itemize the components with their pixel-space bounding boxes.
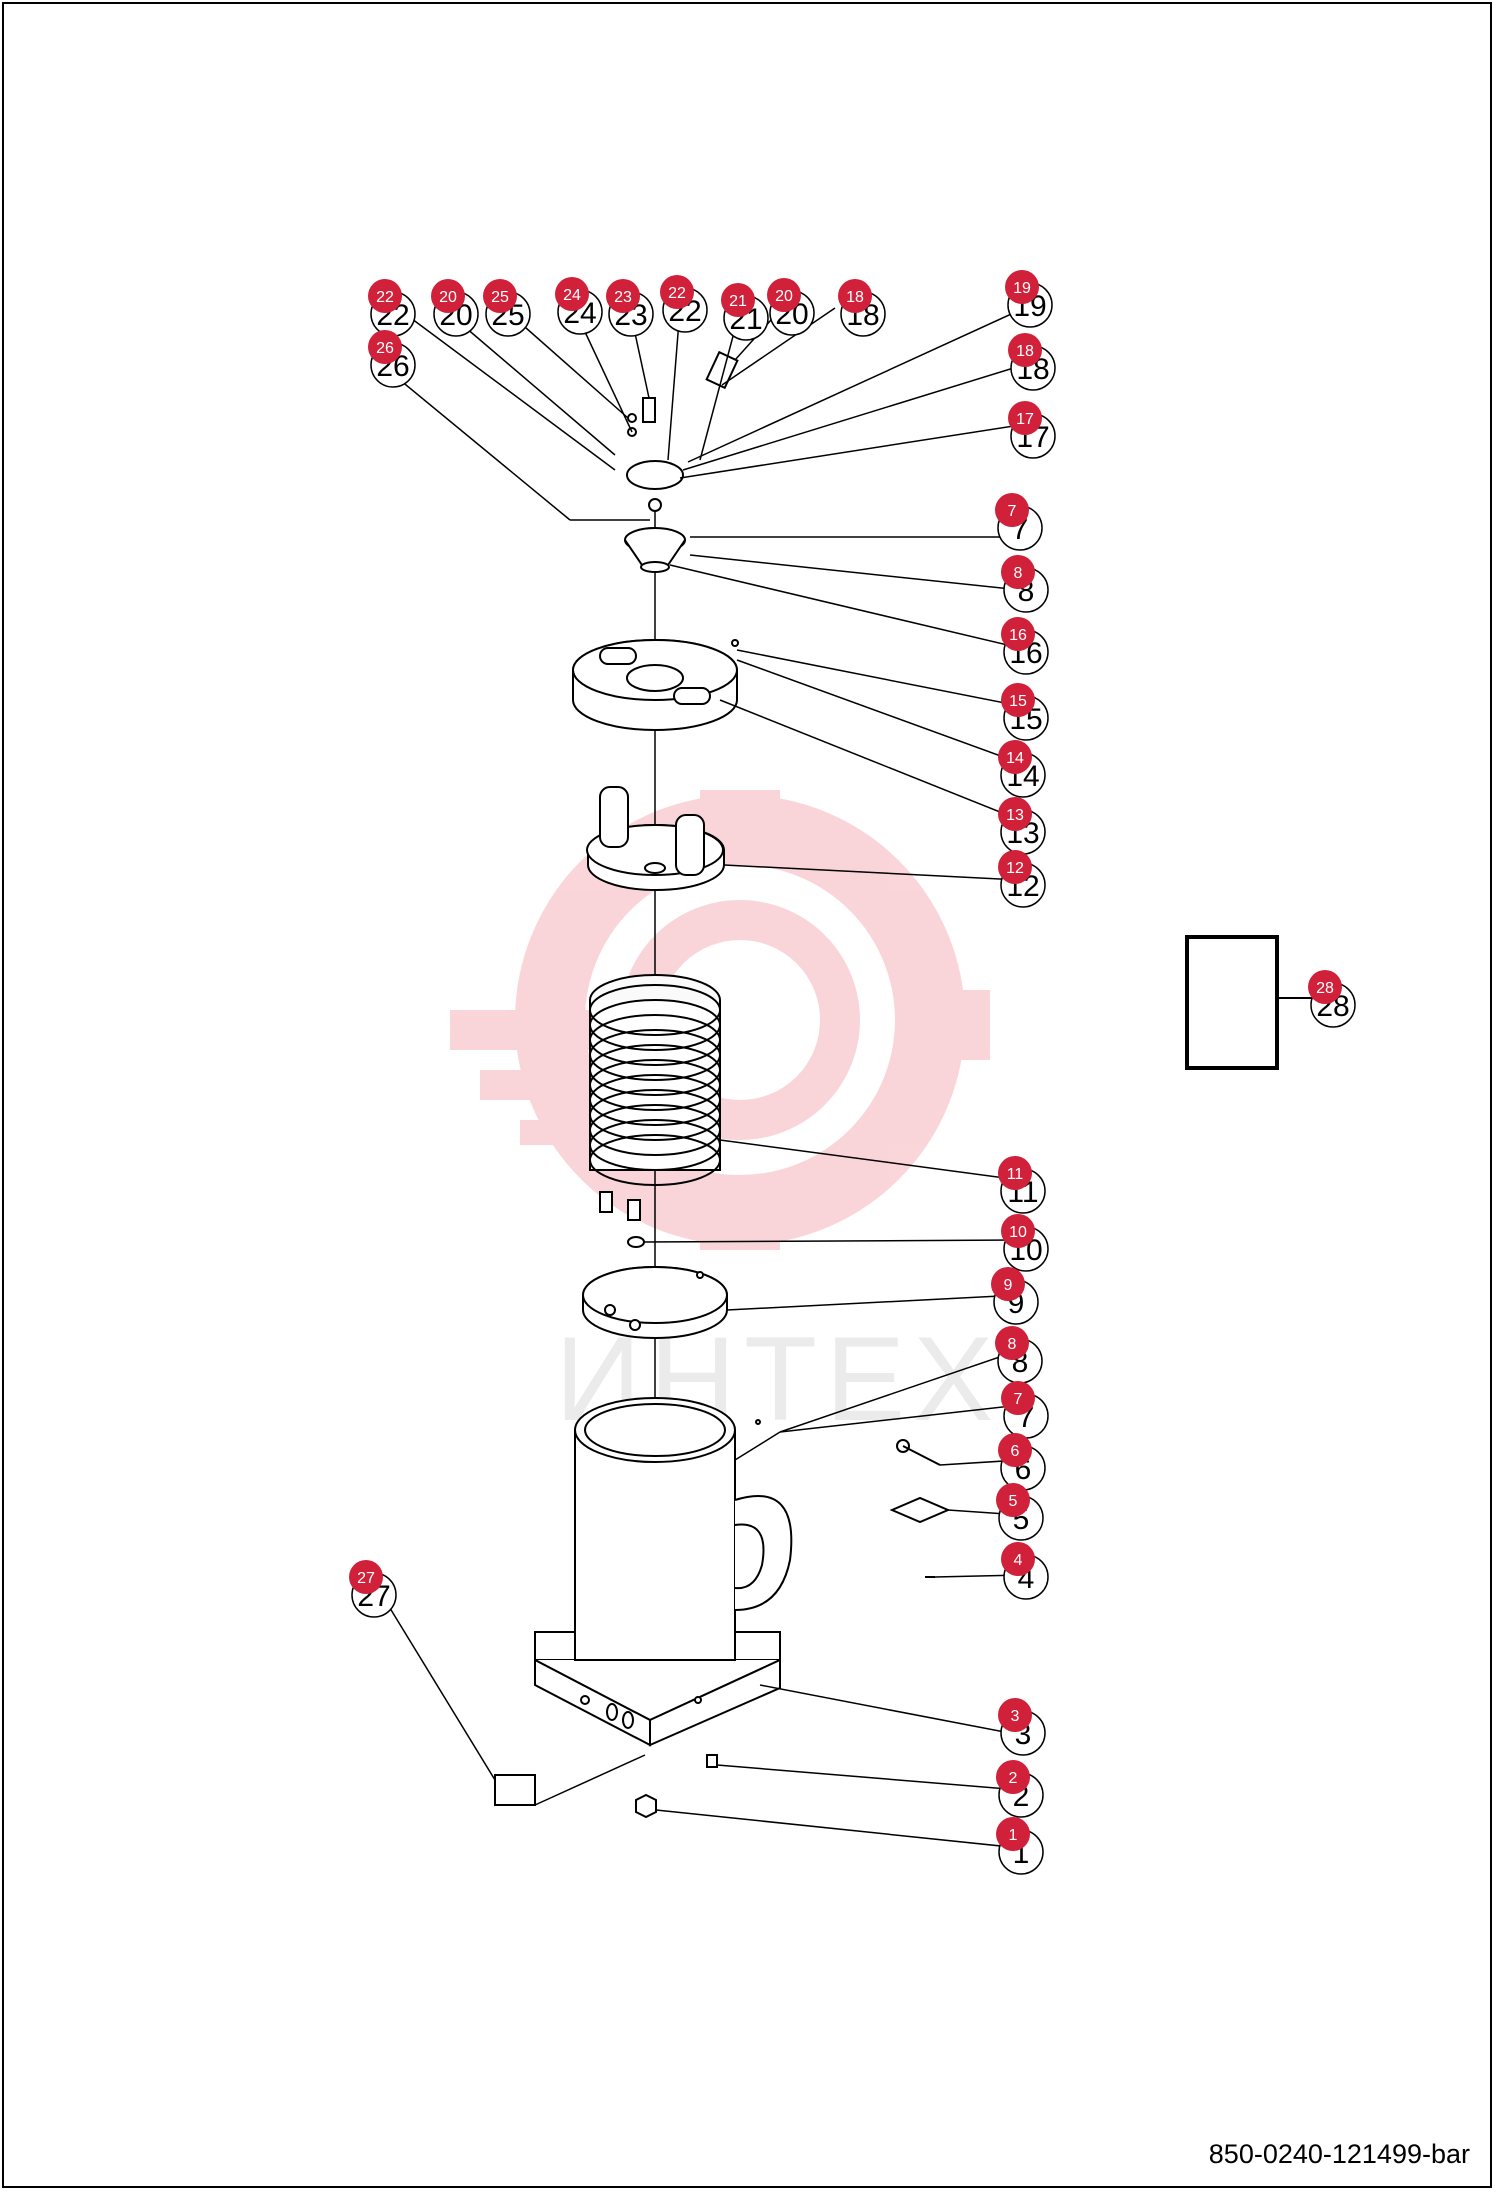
heater-mount-part — [586, 786, 725, 891]
callout-badge-label: 12 — [1006, 860, 1024, 877]
callout-badge-label: 27 — [357, 1570, 375, 1587]
callout-7: 77 — [995, 493, 1043, 551]
callout-badge-label: 17 — [1016, 411, 1034, 428]
callout-1: 11 — [996, 1817, 1044, 1875]
callout-badge-label: 24 — [563, 287, 581, 304]
callout-7: 77 — [1001, 1381, 1049, 1439]
callout-badge-label: 7 — [1008, 503, 1017, 520]
callout-badge-label: 26 — [376, 340, 394, 357]
callout-badge-label: 19 — [1013, 280, 1031, 297]
callout-badge-label: 8 — [1014, 565, 1023, 582]
callout-badge-label: 23 — [614, 289, 632, 306]
heating-coil-part — [589, 974, 721, 1221]
document-id: 850-0240-121499-bar — [1208, 2139, 1470, 2169]
callout-badge-label: 20 — [439, 289, 457, 306]
bottom-plate-part — [582, 1266, 728, 1339]
callout-9: 99 — [991, 1267, 1039, 1325]
callout-8: 88 — [995, 1326, 1043, 1384]
small-hardware-parts — [494, 1419, 951, 1819]
leader-lines — [384, 299, 1021, 1849]
part-28-label-box — [1185, 935, 1279, 1070]
callout-badge-label: 7 — [1014, 1391, 1023, 1408]
callout-badge-label: 22 — [668, 285, 686, 302]
funnel-part — [624, 527, 686, 573]
callout-badge-label: 21 — [729, 293, 747, 310]
callout-badge-label: 3 — [1011, 1708, 1020, 1725]
callout-badge-label: 9 — [1004, 1277, 1013, 1294]
callout-3: 33 — [998, 1698, 1046, 1756]
callout-4: 44 — [1001, 1542, 1049, 1600]
callout-badge-label: 5 — [1009, 1493, 1018, 1510]
callout-badge-label: 10 — [1009, 1224, 1027, 1241]
callout-5: 55 — [996, 1483, 1044, 1541]
callout-badge-label: 18 — [1016, 343, 1034, 360]
callout-badge-label: 1 — [1009, 1827, 1018, 1844]
callout-badge-label: 2 — [1009, 1770, 1018, 1787]
callout-badge-label: 6 — [1011, 1443, 1020, 1460]
tank-lid-part — [572, 639, 739, 731]
callout-badge-label: 16 — [1009, 627, 1027, 644]
callout-badge-label: 22 — [376, 289, 394, 306]
callout-8: 88 — [1001, 555, 1049, 613]
callout-6: 66 — [998, 1433, 1046, 1491]
washer-part — [627, 1236, 645, 1248]
callout-badge-label: 15 — [1009, 693, 1027, 710]
tank-body-part — [534, 1397, 793, 1747]
callout-badge-label: 4 — [1014, 1552, 1023, 1569]
callout-badge-label: 13 — [1006, 807, 1024, 824]
callout-badge-label: 20 — [775, 288, 793, 305]
callout-badge-label: 25 — [491, 289, 509, 306]
callout-2: 22 — [996, 1760, 1044, 1818]
callout-badge-label: 14 — [1006, 750, 1024, 767]
thermostat-cap-part — [626, 350, 739, 512]
callout-badge-label: 28 — [1316, 980, 1334, 997]
callout-badge-label: 18 — [846, 289, 864, 306]
callout-badge-label: 8 — [1008, 1336, 1017, 1353]
callout-badge-label: 11 — [1007, 1166, 1024, 1183]
